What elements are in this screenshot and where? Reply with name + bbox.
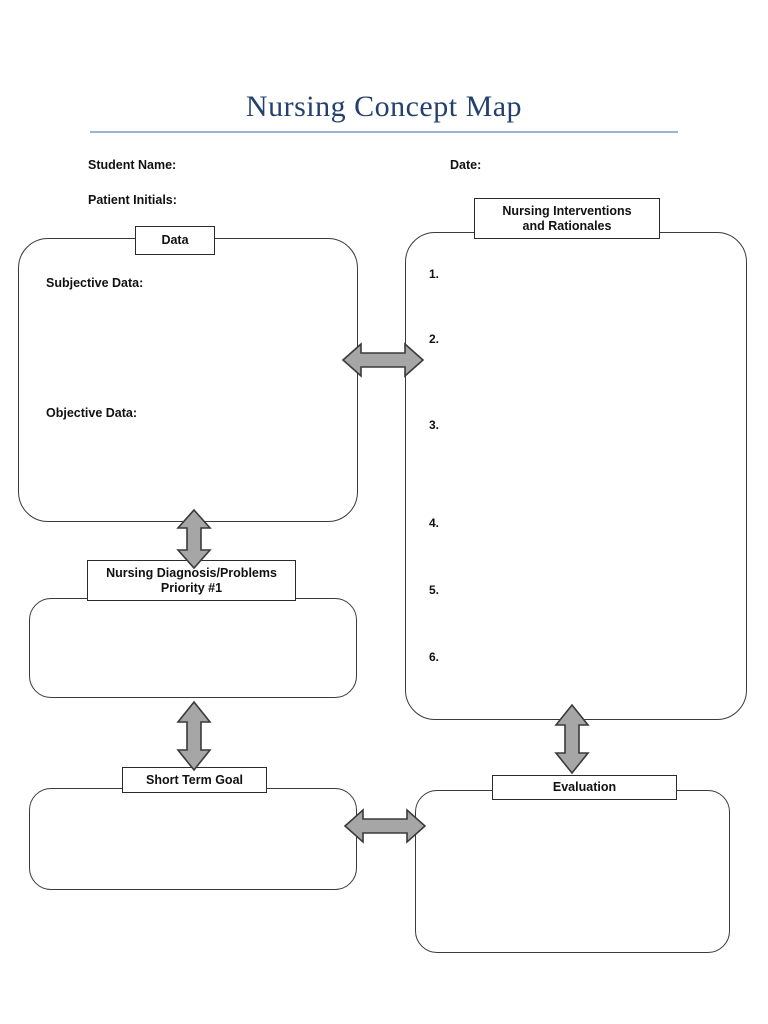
subjective-data-label: Subjective Data: [46, 276, 144, 290]
intervention-number-5: 5. [429, 583, 440, 597]
interventions-panel[interactable] [405, 232, 747, 720]
diagnosis-panel[interactable] [29, 598, 357, 698]
patient-initials-label: Patient Initials: [88, 193, 177, 207]
arrow-interventions-to-evaluation [552, 703, 592, 775]
arrow-goal-to-evaluation [343, 806, 427, 846]
page-title: Nursing Concept Map [245, 90, 523, 123]
interventions-label-line1: Nursing Interventions [502, 203, 632, 218]
evaluation-panel[interactable] [415, 790, 730, 953]
data-panel[interactable] [18, 238, 358, 522]
intervention-number-2: 2. [429, 332, 440, 346]
title-divider [90, 131, 678, 133]
short-term-goal-panel[interactable] [29, 788, 357, 890]
evaluation-panel-label: Evaluation [492, 775, 677, 800]
diagnosis-panel-label: Nursing Diagnosis/Problems Priority #1 [87, 560, 296, 601]
diagnosis-label-line1: Nursing Diagnosis/Problems [106, 565, 277, 580]
data-panel-label: Data [135, 226, 215, 255]
intervention-number-4: 4. [429, 516, 440, 530]
arrow-data-to-diagnosis [174, 508, 214, 570]
interventions-label-line2: and Rationales [522, 218, 612, 233]
interventions-panel-label: Nursing Interventions and Rationales [474, 198, 660, 239]
arrow-data-to-interventions [341, 340, 425, 380]
objective-data-label: Objective Data: [46, 406, 138, 420]
arrow-diagnosis-to-goal [174, 700, 214, 772]
short-term-goal-label: Short Term Goal [122, 767, 267, 793]
intervention-number-6: 6. [429, 650, 440, 664]
date-label: Date: [450, 158, 482, 172]
student-name-label: Student Name: [88, 158, 177, 172]
diagnosis-label-line2: Priority #1 [160, 580, 223, 595]
intervention-number-3: 3. [429, 418, 440, 432]
intervention-number-1: 1. [429, 267, 440, 281]
